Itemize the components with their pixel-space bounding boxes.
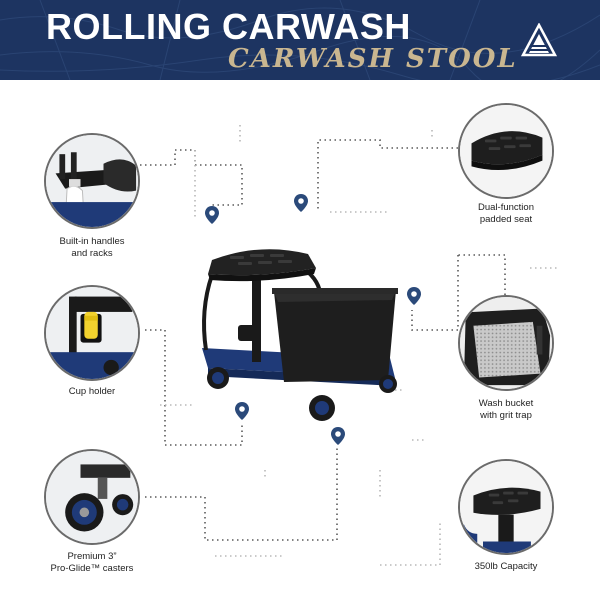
feature-circle-seat bbox=[458, 103, 554, 199]
carwash-stool-product-image bbox=[202, 249, 398, 421]
tool-rack-icon bbox=[46, 135, 138, 227]
feature-circle-casters bbox=[44, 449, 140, 545]
header-map-pattern bbox=[0, 0, 600, 80]
page-title: ROLLING CARWASH bbox=[46, 6, 411, 47]
feature-label-handles: Built-in handles and racks bbox=[32, 236, 152, 260]
feature-circle-capacity bbox=[458, 459, 554, 555]
feature-circle-bucket bbox=[458, 295, 554, 391]
feature-label-line: 350lb Capacity bbox=[474, 561, 538, 572]
feature-label-line: and racks bbox=[71, 248, 113, 259]
map-pin-icon bbox=[235, 402, 249, 420]
caster-wheel-icon bbox=[46, 451, 138, 543]
feature-label-line: padded seat bbox=[479, 214, 533, 225]
feature-label-casters: Premium 3” Pro-Glide™ casters bbox=[32, 551, 152, 575]
map-pin-icon bbox=[205, 206, 219, 224]
grit-trap-icon bbox=[460, 297, 552, 389]
brand-logo-icon bbox=[521, 23, 557, 57]
feature-label-line: Cup holder bbox=[68, 386, 116, 397]
feature-label-line: Pro-Glide™ casters bbox=[50, 563, 134, 574]
header-banner: ROLLING CARWASH CARWASH STOOL bbox=[0, 0, 600, 80]
capacity-seat-icon bbox=[460, 461, 552, 553]
connector-lines bbox=[140, 125, 560, 566]
map-pin-icon bbox=[294, 194, 308, 212]
feature-label-bucket: Wash bucket with grit trap bbox=[446, 398, 566, 422]
feature-label-seat: Dual-function padded seat bbox=[446, 202, 566, 226]
feature-label-line: with grit trap bbox=[480, 410, 532, 421]
feature-label-line: Wash bucket bbox=[478, 398, 534, 409]
padded-seat-icon bbox=[460, 105, 552, 197]
page-subtitle: CARWASH STOOL bbox=[228, 44, 518, 74]
feature-label-line: Built-in handles bbox=[59, 236, 125, 247]
map-pin-icon bbox=[407, 287, 421, 305]
feature-label-capacity: 350lb Capacity bbox=[446, 561, 566, 573]
cup-holder-icon bbox=[46, 287, 138, 379]
feature-label-cup-holder: Cup holder bbox=[32, 386, 152, 398]
feature-circle-cup-holder bbox=[44, 285, 140, 381]
map-pin-icon bbox=[331, 427, 345, 445]
feature-circle-handles bbox=[44, 133, 140, 229]
feature-label-line: Premium 3” bbox=[67, 551, 117, 562]
feature-label-line: Dual-function bbox=[478, 202, 534, 213]
